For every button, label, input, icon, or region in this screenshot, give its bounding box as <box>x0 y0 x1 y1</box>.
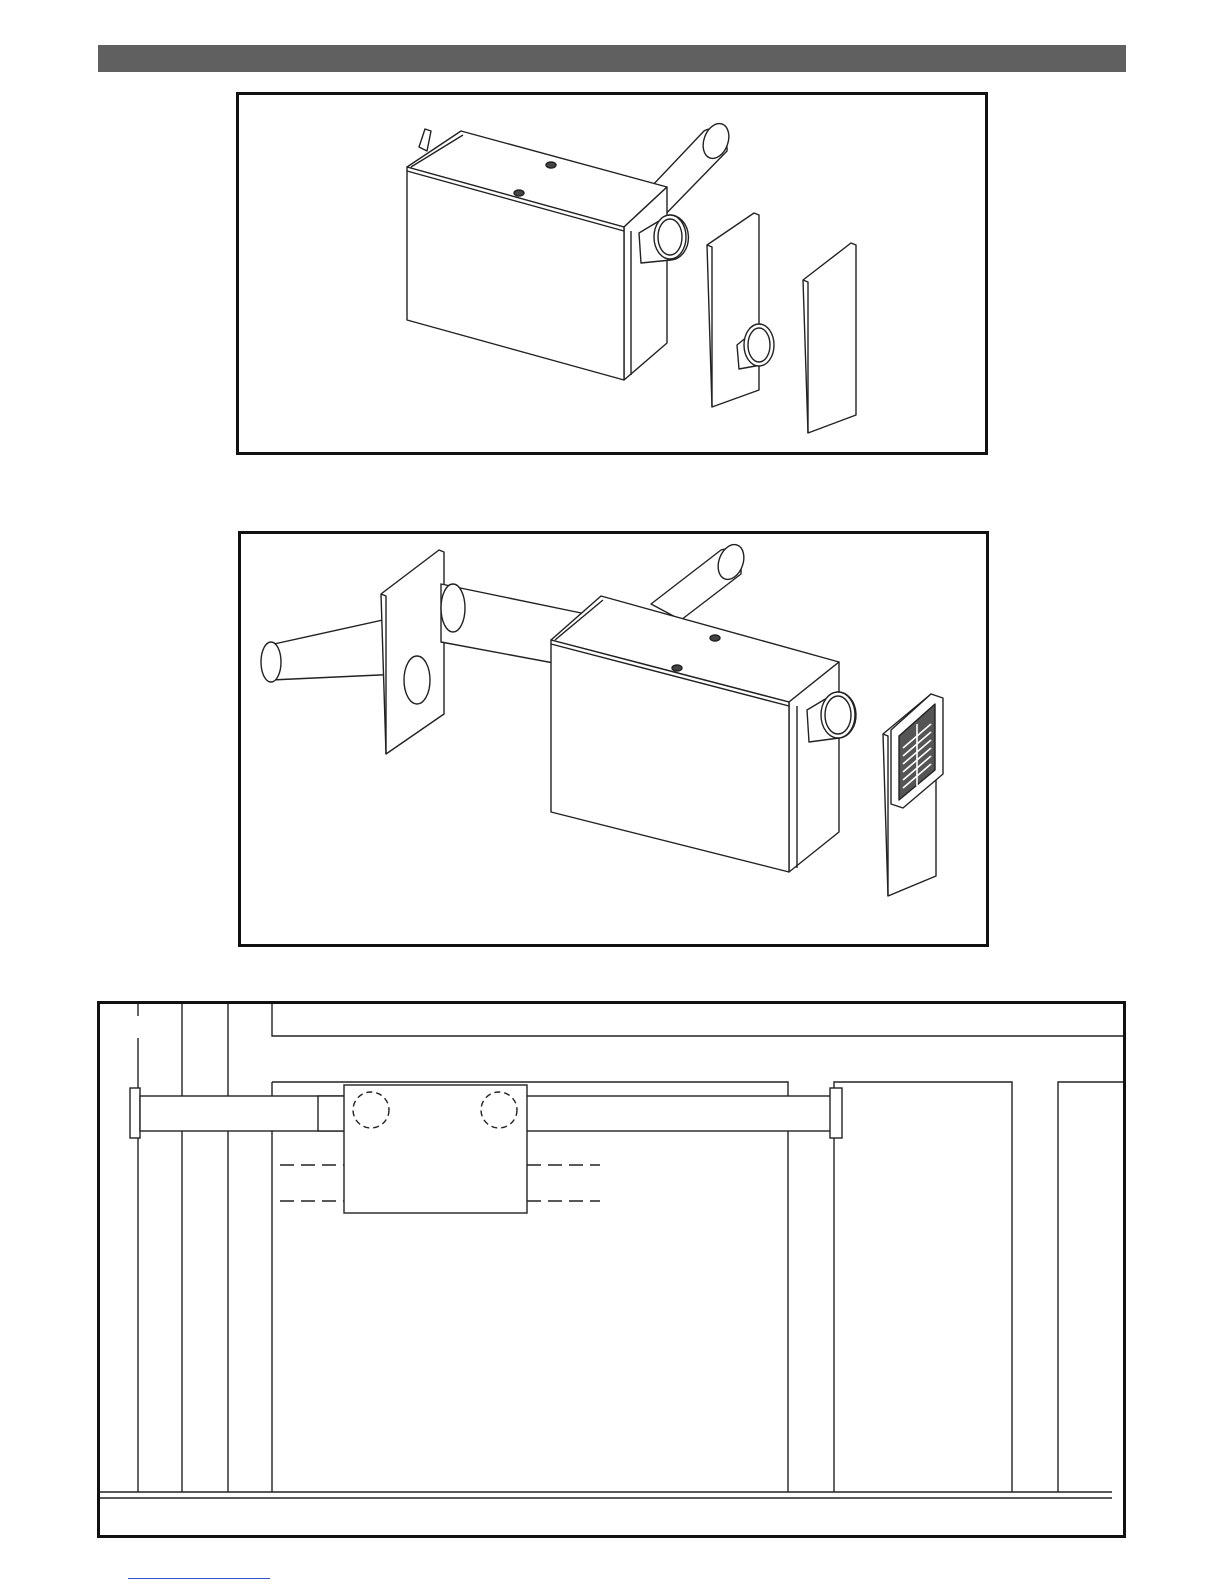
figure-1-drawing <box>239 95 985 452</box>
screw-icon <box>672 665 682 671</box>
rear-spigot <box>419 129 431 151</box>
figure-2-drawing <box>241 534 986 944</box>
left-duct <box>261 616 401 682</box>
external-grille-assembly <box>883 694 943 896</box>
right-studs <box>834 1082 1123 1492</box>
cover-plate-with-spigot <box>707 213 774 407</box>
screw-icon <box>514 190 524 196</box>
figure-1-exploded-view <box>236 92 988 455</box>
figure-3-drawing <box>100 1004 1123 1535</box>
wall-plate <box>381 550 444 754</box>
figure-3-installation-section <box>97 1001 1126 1538</box>
screw-icon <box>710 635 720 641</box>
header-bar <box>98 45 1126 72</box>
ventilation-unit <box>344 1085 527 1213</box>
rear-duct <box>651 541 748 620</box>
wall-layers <box>138 1004 1123 1492</box>
footer-link-underline[interactable] <box>128 1578 270 1579</box>
screw-icon <box>546 162 556 168</box>
figure-2-exploded-view <box>238 531 989 947</box>
cover-plate-blank <box>803 243 856 433</box>
